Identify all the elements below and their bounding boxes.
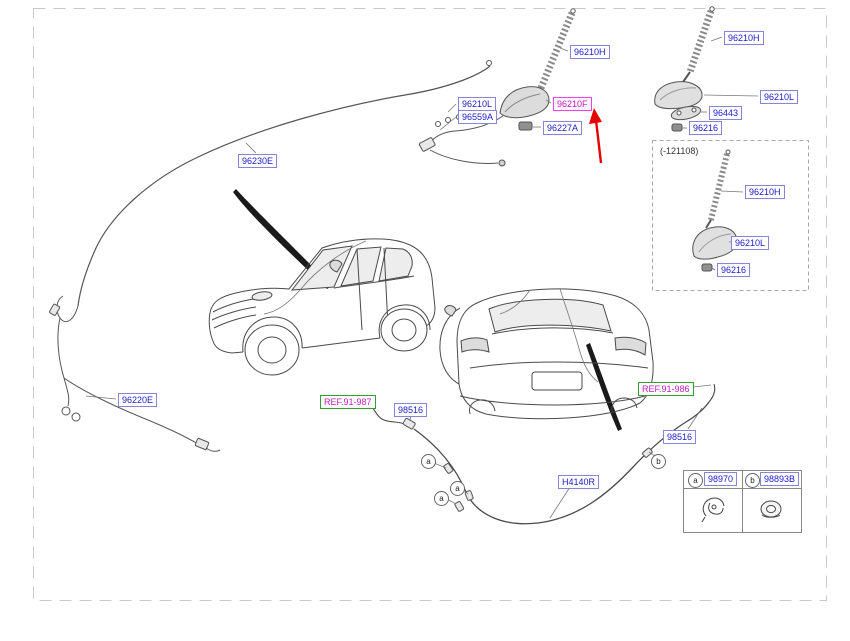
callout-b-1: b <box>651 454 666 469</box>
old-variant-box <box>652 140 809 291</box>
red-locator-arrow <box>589 108 603 164</box>
part-label-96210H-old[interactable]: 96210H <box>745 185 785 199</box>
antenna-old <box>692 149 738 272</box>
part-label-96220E[interactable]: 96220E <box>118 393 158 407</box>
roof-cable-drawing <box>77 60 492 307</box>
car-front-illustration <box>208 238 436 376</box>
part-label-96230E[interactable]: 96230E <box>238 154 278 168</box>
variant-date-note: (-121108) <box>660 146 699 156</box>
grommet-icon <box>760 500 782 518</box>
callout-a-2: a <box>450 481 465 496</box>
antenna-main <box>499 8 576 131</box>
callout-a-1: a <box>421 454 436 469</box>
part-label-96210L-main[interactable]: 96210L <box>458 97 497 111</box>
part-label-96443[interactable]: 96443 <box>709 106 743 120</box>
nut-main-part <box>518 121 533 131</box>
antenna-right <box>654 6 715 132</box>
ref-label-91-987[interactable]: REF.91-987 <box>320 395 376 409</box>
part-label-96210L-right[interactable]: 96210L <box>760 90 799 104</box>
part-label-98516-right[interactable]: 98516 <box>663 430 697 444</box>
pointer-stroke-left <box>233 189 331 289</box>
part-label-96210F-highlighted[interactable]: 96210F <box>553 97 592 111</box>
car-rear-illustration <box>439 288 654 420</box>
pointer-stroke-right <box>586 343 622 431</box>
part-label-98516-left[interactable]: 98516 <box>394 403 428 417</box>
callout-a-3: a <box>434 491 449 506</box>
part-label-96210H-right[interactable]: 96210H <box>724 31 764 45</box>
part-label-96216-old[interactable]: 96216 <box>717 263 751 277</box>
legend-part-98893B[interactable]: 98893B <box>760 472 800 486</box>
feeder-cable-drawing <box>49 295 221 452</box>
part-label-96210H-new[interactable]: 96210H <box>570 45 610 59</box>
wire-clip-icon <box>701 497 725 523</box>
legend-callout-a: a <box>688 473 703 488</box>
page-border <box>33 8 827 601</box>
part-label-96210L-old[interactable]: 96210L <box>731 236 770 250</box>
leader-lines <box>85 36 759 519</box>
ref-label-91-986[interactable]: REF.91-986 <box>638 382 694 396</box>
part-label-96216-right[interactable]: 96216 <box>689 121 723 135</box>
legend-callout-b: b <box>745 473 760 488</box>
part-label-H4140R[interactable]: H4140R <box>558 475 600 489</box>
part-label-96559A[interactable]: 96559A <box>458 110 498 124</box>
legend-part-98970[interactable]: 98970 <box>704 472 738 486</box>
part-label-96227A[interactable]: 96227A <box>543 121 583 135</box>
